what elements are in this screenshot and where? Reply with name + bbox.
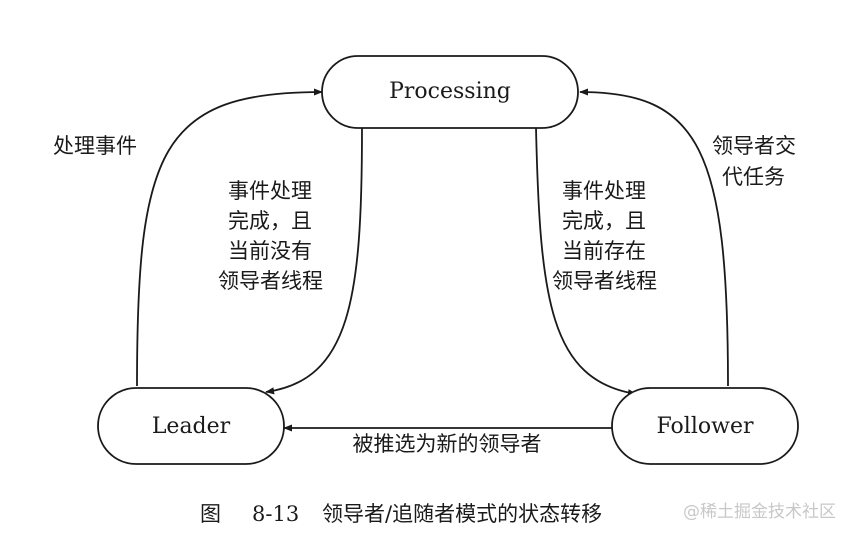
figure-caption: 图 8-13 领导者/追随者模式的状态转移: [200, 502, 602, 526]
node-leader-label: Leader: [152, 414, 231, 439]
caption-title: 领导者/追随者模式的状态转移: [322, 502, 602, 526]
caption-prefix: 图: [200, 502, 221, 526]
edge-label-line: 事件处理: [228, 179, 312, 203]
edge-label-line: 处理事件: [53, 134, 137, 158]
watermark-text: @稀土掘金技术社区: [683, 502, 836, 522]
node-processing-shape: [321, 55, 579, 129]
edge-label-line: 领导者线程: [218, 269, 323, 293]
edge-label-line: 领导者交: [712, 134, 796, 158]
edge-label-line: 当前没有: [228, 239, 312, 263]
node-follower-shape: [611, 387, 799, 465]
node-follower: Follower: [611, 387, 799, 465]
edge-label-line: 当前存在: [562, 239, 646, 263]
caption-number: 8-13: [252, 502, 299, 526]
edge-label-line: 代任务: [722, 165, 785, 189]
node-processing: Processing: [321, 55, 579, 129]
node-leader-shape: [97, 387, 285, 465]
label-follower-to-leader: 被推选为新的领导者: [353, 432, 542, 456]
edge-label-line: 完成，且: [228, 209, 312, 233]
edge-processing-to-leader: [265, 127, 363, 395]
label-leader-to-processing: 处理事件: [53, 134, 137, 158]
label-processing-to-leader: 事件处理 完成，且 当前没有 领导者线程: [218, 179, 323, 293]
node-follower-label: Follower: [657, 414, 754, 439]
label-follower-to-processing: 领导者交 代任务: [712, 134, 796, 189]
edge-leader-to-processing: [136, 88, 323, 387]
edge-label-line: 完成，且: [562, 209, 646, 233]
edge-label-line: 事件处理: [562, 179, 646, 203]
edge-processing-to-follower: [535, 127, 637, 397]
edge-follower-to-processing: [579, 88, 729, 387]
edge-label-line: 被推选为新的领导者: [353, 432, 542, 456]
node-processing-label: Processing: [389, 79, 511, 104]
edge-label-line: 领导者线程: [552, 269, 657, 293]
node-leader: Leader: [97, 387, 285, 465]
label-processing-to-follower: 事件处理 完成，且 当前存在 领导者线程: [552, 179, 657, 293]
